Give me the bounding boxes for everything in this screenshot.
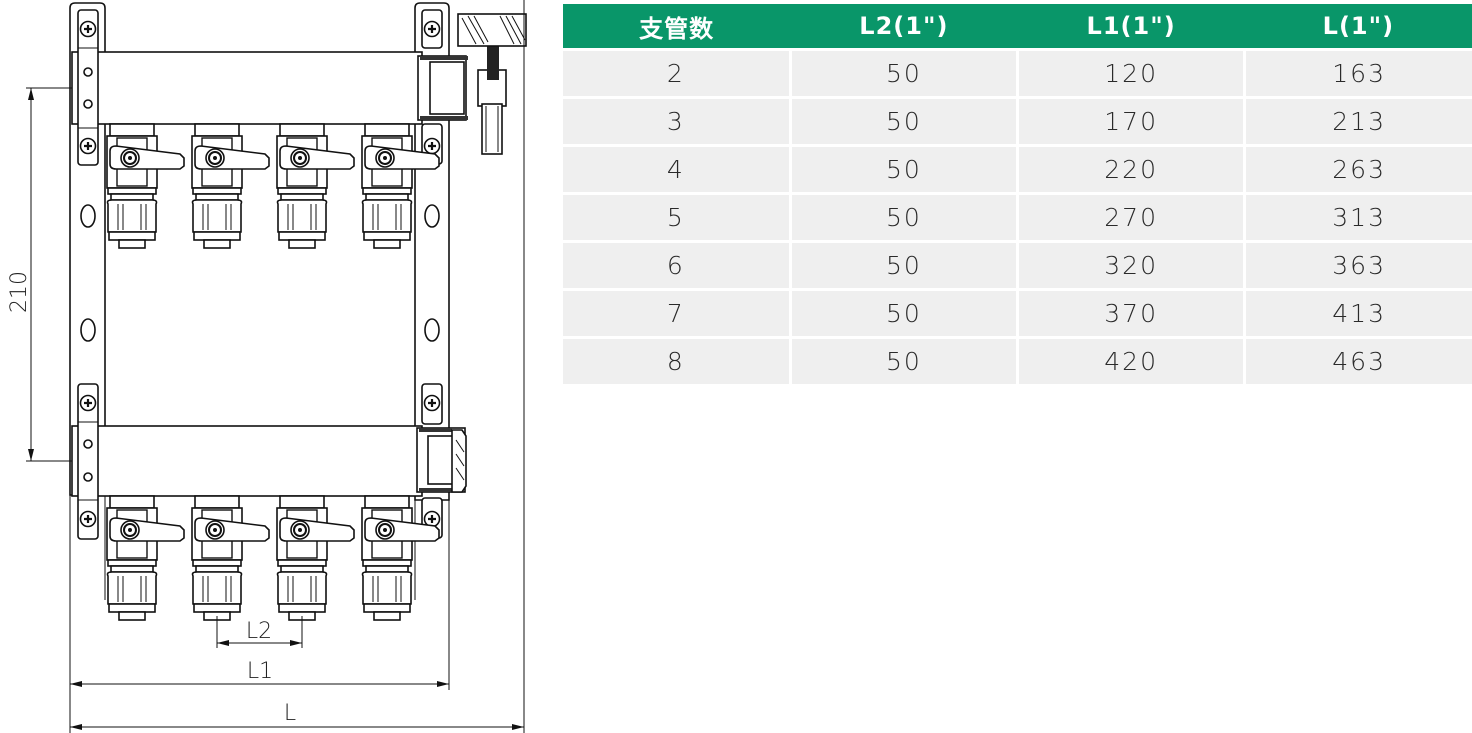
dimension-l1: L1 [70,659,449,687]
ball-valve [191,123,270,249]
cell-l: 163 [1243,48,1472,98]
screw-icon [423,394,441,412]
left-clamp-bottom [77,383,99,540]
dimension-l1-label: L1 [247,659,273,684]
bottom-end-cap [416,427,467,493]
cell-l2: 50 [788,144,1020,194]
dimension-210-label: 210 [7,271,32,313]
header-l: L(1") [1244,4,1472,50]
ball-valve [276,495,355,621]
screw-icon [79,20,97,38]
manifold-drawing-svg: 210 L2 L1 L [7,0,527,733]
cell-l: 413 [1243,288,1472,338]
dimension-l-label: L [284,701,296,726]
cell-l1: 120 [1015,48,1247,98]
cell-branch-count: 4 [563,144,792,194]
cell-l2: 50 [788,288,1020,338]
screw-icon [423,510,441,528]
ball-valve [106,123,185,249]
bottom-header-bar [71,425,423,497]
cell-l2: 50 [788,192,1020,242]
table-header-row: 支管数 L2(1") L1(1") L(1") [563,4,1472,50]
cell-l2: 50 [788,48,1020,98]
screw-icon [423,137,441,155]
header-branch-count: 支管数 [563,4,791,50]
cell-branch-count: 8 [563,336,792,384]
screw-heads [79,20,441,528]
cell-l: 213 [1243,96,1472,146]
cell-l1: 420 [1015,336,1247,384]
cell-branch-count: 2 [563,48,792,98]
dimension-l2-label: L2 [246,619,272,644]
cell-l2: 50 [788,336,1020,384]
cell-l2: 50 [788,240,1020,290]
dimension-l2: L2 [216,616,303,648]
ball-valve [276,123,355,249]
cell-l: 313 [1243,192,1472,242]
top-end-fitting [417,13,527,155]
cell-branch-count: 3 [563,96,792,146]
cell-branch-count: 6 [563,240,792,290]
cell-l: 463 [1243,336,1472,384]
screw-icon [79,137,97,155]
cell-l2: 50 [788,96,1020,146]
cell-l1: 270 [1015,192,1247,242]
header-l1: L1(1") [1017,4,1245,50]
ball-valve [191,495,270,621]
header-l2: L2(1") [790,4,1018,50]
cell-branch-count: 7 [563,288,792,338]
manifold-drawing: 210 L2 L1 L [0,0,540,733]
cell-branch-count: 5 [563,192,792,242]
cell-l: 263 [1243,144,1472,194]
cell-l1: 370 [1015,288,1247,338]
dimension-l: L [70,0,525,733]
dimension-210: 210 [7,87,72,462]
branch-valves [106,123,440,621]
cell-l1: 170 [1015,96,1247,146]
cell-l1: 220 [1015,144,1247,194]
top-header-bar [71,51,423,125]
screw-icon [79,510,97,528]
left-clamp-top [77,9,99,166]
screw-icon [79,394,97,412]
screw-icon [423,20,441,38]
mounting-slots [80,204,440,342]
cell-l: 363 [1243,240,1472,290]
ball-valve [106,495,185,621]
ball-valve [361,495,440,621]
ball-valve [361,123,440,249]
cell-l1: 320 [1015,240,1247,290]
